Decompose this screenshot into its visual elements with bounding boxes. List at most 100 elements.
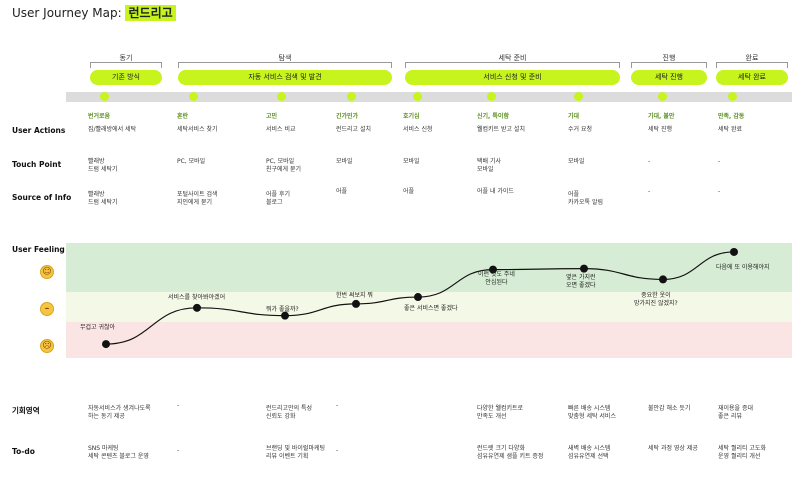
feeling-label: 이런 것도 주네 안심된다 [478,271,515,286]
row-label-source: Source of Info [12,193,72,202]
stage-pill-explore: 자동 서비스 검색 및 발견 [178,70,392,85]
row-label-opportunity: 기회영역 [12,406,40,415]
source-cell: 포털사이트 검색 지인에게 묻기 [177,191,218,206]
step-dot [277,92,286,101]
row-label-feeling: User Feeling [12,245,65,254]
feeling-band-bad [66,322,792,358]
emotion-label: 만족, 감동 [718,113,745,120]
stage-pill-complete: 세탁 완료 [716,70,788,85]
action-cell: 런드리고 설치 [336,126,372,133]
touch-cell: 모바일 [403,158,420,165]
step-dot [487,92,496,101]
touch-cell: PC, 모바일 친구에게 묻기 [266,158,302,173]
feeling-point [193,303,201,312]
stage-label-complete: 완료 [745,54,759,62]
touch-cell: - [718,158,721,165]
emotion-label: 호기심 [403,113,420,120]
stage-label-explore: 탐색 [278,54,292,62]
feeling-label: 뭐가 좋을까? [266,306,299,313]
feeling-point [659,275,667,284]
todo-cell: 세탁 퀄리티 고도화 운영 퀄리티 개선 [718,445,766,460]
touch-cell: 모바일 [336,158,353,165]
row-label-actions: User Actions [12,126,66,135]
todo-cell: - [336,447,339,454]
step-dot [574,92,583,101]
emotion-label: 기대 [568,113,580,120]
source-cell: - [648,188,651,195]
source-cell: 어플 [403,188,415,195]
feeling-band-neutral [66,292,792,322]
source-cell: 어플 카카오톡 알림 [568,191,604,206]
emotion-label: 기대, 불안 [648,113,675,120]
action-cell: 집/빨래방에서 세탁 [88,126,137,133]
feeling-point [414,293,422,302]
feeling-point [352,299,360,308]
feeling-point [281,311,289,320]
touch-cell: 모바일 [568,158,585,165]
touch-cell: 택배 기사 모바일 [477,158,501,173]
opportunity-cell: 불안감 해소 듯기 [648,405,691,412]
row-label-touch-point: Touch Point [12,160,62,169]
source-cell: 어플 후기 블로그 [266,191,290,206]
feeling-label: 중요한 옷이 망가지진 않겠지? [634,292,678,307]
opportunity-cell: 자동서비스가 생겨나도록 하는 동기 제공 [88,405,151,420]
emotion-label: 번거로움 [88,113,111,120]
stage-label-progress: 진행 [662,54,676,62]
todo-cell: 브랜딩 및 바이럴마케팅 리뷰 이벤트 기획 [266,445,326,460]
stage-bracket-motivation [90,62,162,68]
stage-bracket-progress [631,62,707,68]
action-cell: 서비스 신청 [403,126,433,133]
opportunity-cell: 다양한 웰컴키트로 만족도 개선 [477,405,524,420]
touch-cell: 빨래방 드럼 세탁기 [88,158,118,173]
opportunity-cell: - [177,402,180,409]
source-cell: 어플 내 가이드 [477,188,514,195]
stage-pill-motivation: 기존 방식 [90,70,162,85]
step-dot [413,92,422,101]
touch-cell: PC, 모바일 [177,158,206,165]
feeling-label: 한번 써보지 뭐 [336,292,373,299]
action-cell: 세탁 진행 [648,126,672,133]
action-cell: 서비스 비교 [266,126,296,133]
opportunity-cell: 런드리고만의 특성 신뢰도 강화 [266,405,313,420]
row-label-todo: To-do [12,447,35,456]
feeling-point [580,264,588,273]
feeling-point [489,265,497,274]
step-dot [347,92,356,101]
todo-cell: SNS 마케팅 세탁 콘텐츠 블로그 운영 [88,445,149,460]
source-cell: 어플 [336,188,348,195]
sad-face-icon: ☹ [40,339,54,353]
stage-bracket-explore [178,62,392,68]
step-dot [658,92,667,101]
happy-face-icon: ☺ [40,265,54,279]
touch-cell: - [648,158,651,165]
emotion-label: 혼란 [177,113,189,120]
feeling-label: 옆은 가지런 오면 좋겠다 [566,274,596,289]
step-dot [189,92,198,101]
opportunity-cell: 빠른 배송 시스템 맞춤형 세탁 서비스 [568,405,616,420]
stage-bracket-complete [716,62,788,68]
neutral-face-icon: – [40,302,54,316]
opportunity-cell: - [336,402,339,409]
action-cell: 세탁 완료 [718,126,742,133]
todo-cell: - [177,447,180,454]
step-dot [100,92,109,101]
source-cell: - [718,188,721,195]
opportunity-cell: 재이용을 증대 좋은 리뷰 [718,405,754,420]
feeling-label: 서비스를 찾아봐야겠어 [168,294,226,301]
stage-pill-progress: 세탁 진행 [631,70,707,85]
feeling-point [102,340,110,349]
todo-cell: 런드렛 크기 다양화 섬유유연제 샘플 키트 증정 [477,445,544,460]
todo-cell: 세탁 과정 영상 제공 [648,445,698,452]
feeling-label: 다음에 또 이용해야지 [716,264,770,271]
emotion-label: 신기, 특이함 [477,113,509,120]
feeling-label: 무겁고 귀찮아 [80,324,116,331]
action-cell: 웰컴키트 받고 설치 [477,126,525,133]
title-brand: 런드리고 [125,5,176,21]
emotion-label: 고민 [266,113,278,120]
stage-bracket-prepare [405,62,620,68]
action-cell: 수거 요청 [568,126,592,133]
emotion-label: 긴가민가 [336,113,359,120]
step-dot [728,92,737,101]
title-prefix: User Journey Map: [12,6,122,20]
todo-cell: 새벽 배송 시스템 섬유유연제 선택 [568,445,611,460]
